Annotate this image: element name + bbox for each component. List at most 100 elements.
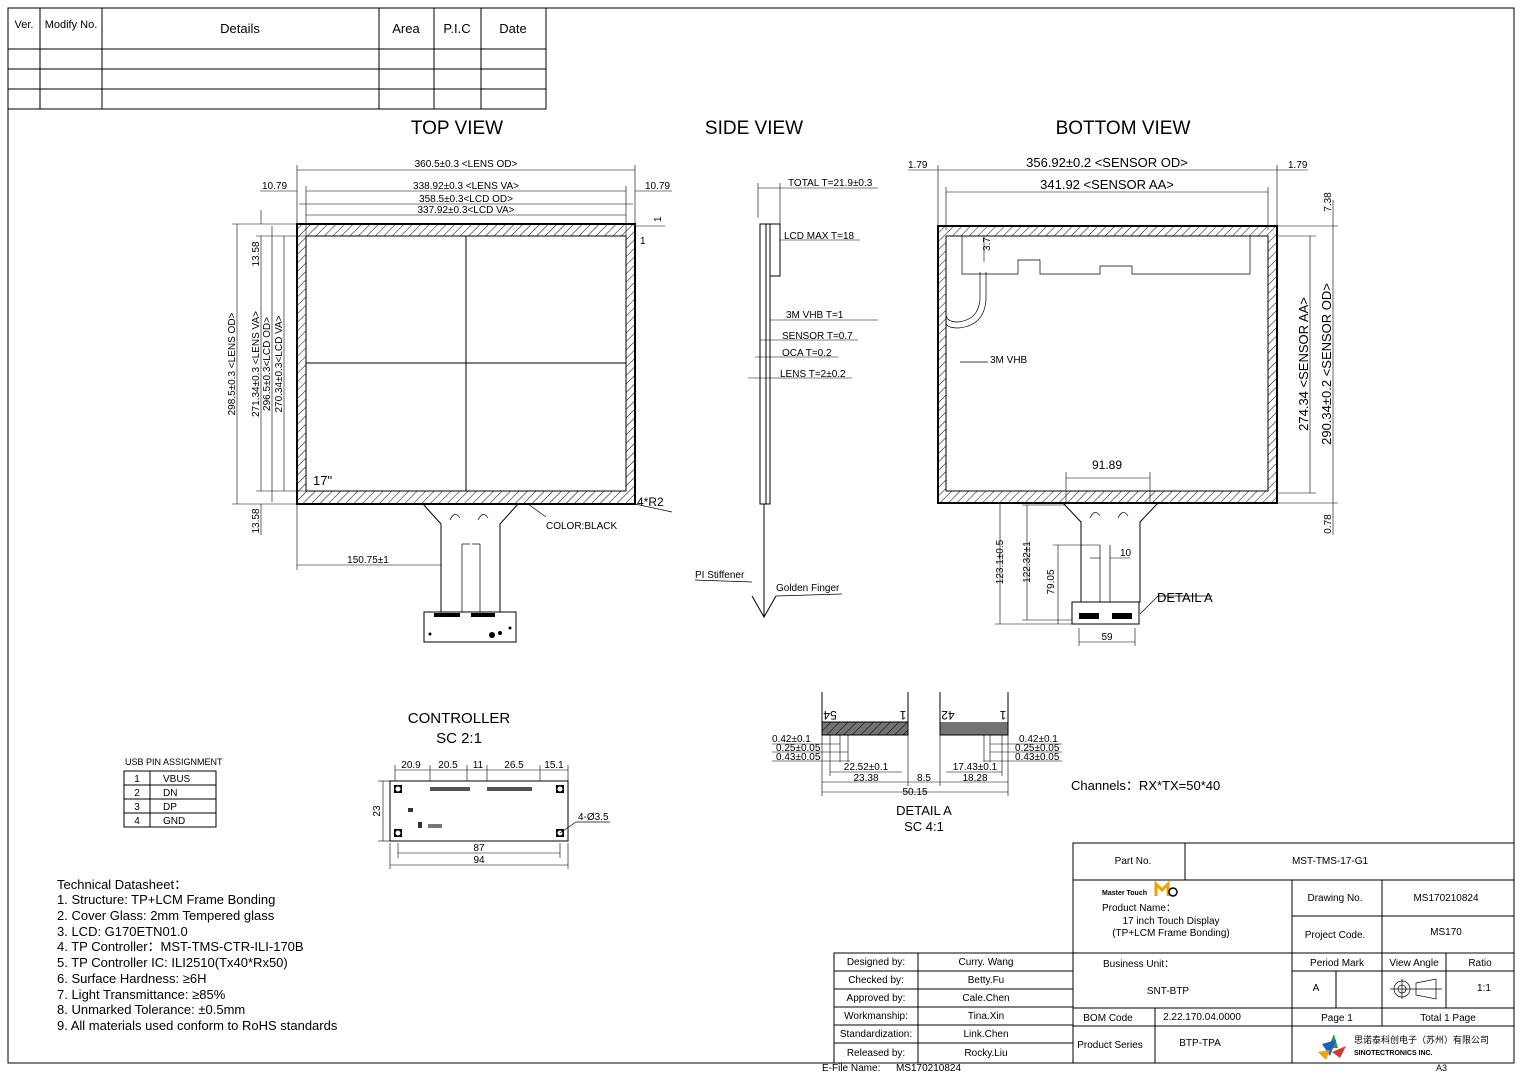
datasheet-title: Technical Datasheet：	[57, 877, 187, 892]
ctrl-d2: 20.5	[438, 760, 458, 771]
usb-pin-3-name: DP	[163, 802, 177, 813]
usb-pin-2-no: 2	[134, 788, 140, 799]
approved-by-label: Approved by:	[847, 993, 906, 1004]
top-v-lens-od: 298.5±0.3 <LENS OD>	[227, 312, 238, 415]
top-lens-od-dim: 360.5±0.3 <LENS OD>	[415, 159, 518, 170]
product-name-label: Product Name：	[1102, 903, 1176, 914]
drawing-no-value: MS170210824	[1413, 893, 1478, 904]
bottom-738: 7.38	[1323, 192, 1334, 212]
side-sensor: SENSOR T=0.7	[782, 331, 853, 342]
workmanship-label: Workmanship:	[844, 1011, 908, 1022]
datasheet-item-3: 3. LCD: G170ETN01.0	[57, 924, 188, 939]
side-view-title: SIDE VIEW	[705, 118, 803, 139]
released-by-value: Rocky.Liu	[964, 1048, 1007, 1059]
rev-header-pic: P.I.C	[443, 21, 470, 36]
top-one-b: 1	[640, 236, 646, 247]
usb-pin-4-name: GND	[163, 816, 185, 827]
datasheet-item-8: 8. Unmarked Tolerance: ±0.5mm	[57, 1002, 245, 1017]
business-unit-value: SNT-BTP	[1147, 986, 1190, 997]
ratio-value: 1:1	[1477, 983, 1491, 994]
side-oca: OCA T=0.2	[782, 348, 832, 359]
detail-b3: 8.5	[917, 773, 931, 784]
period-mark-label: Period Mark	[1310, 958, 1365, 969]
top-margin-top: 13.58	[251, 241, 262, 266]
designed-by-label: Designed by:	[847, 957, 905, 968]
detail-b2: 23.38	[853, 773, 878, 784]
detail-r3: 0.43±0.05	[1015, 752, 1060, 763]
detail-a-drawing	[772, 692, 1062, 796]
datasheet-item-7: 7. Light Transmittance: ≥85%	[57, 987, 226, 1002]
detail-l1: 0.42±0.1	[772, 734, 811, 745]
bottom-37: 3.7	[982, 237, 993, 251]
detail-l3: 0.43±0.05	[776, 752, 821, 763]
top-v-lens-va: 271.34±0.3 <LENS VA>	[251, 311, 262, 417]
bottom-vhb: 3M VHB	[990, 355, 1028, 366]
top-view-drawing	[232, 165, 673, 643]
usb-pin-4-no: 4	[134, 816, 140, 827]
period-mark-value: A	[1313, 983, 1320, 994]
business-unit-label: Business Unit：	[1103, 959, 1174, 970]
product-name-1: 17 inch Touch Display	[1122, 916, 1219, 927]
ctrl-d1: 20.9	[401, 760, 421, 771]
checked-by-label: Checked by:	[848, 975, 904, 986]
usb-pin-table	[123, 770, 217, 828]
top-margin-bottom: 13.58	[251, 508, 262, 533]
detail-b6: 50.15	[902, 787, 927, 798]
controller-board	[378, 765, 610, 869]
top-lcd-od-dim: 358.5±0.3<LCD OD>	[419, 194, 513, 205]
detail-n1a: 1	[899, 708, 906, 722]
bottom-detail-a: DETAIL A	[1157, 590, 1213, 605]
rev-header-modify: Modify No.	[45, 19, 98, 31]
released-by-label: Released by:	[847, 1048, 905, 1059]
detail-r1: 0.42±0.1	[1019, 734, 1058, 745]
top-margin-left: 10.79	[262, 181, 287, 192]
top-v-lcd-od: 296.5±0.3<LCD OD>	[262, 317, 273, 411]
ctrl-d4: 26.5	[504, 760, 524, 771]
standardization-value: Link.Chen	[963, 1029, 1008, 1040]
view-angle-label: View Angle	[1389, 958, 1439, 969]
product-name-2: (TP+LCM Frame Bonding)	[1112, 928, 1230, 939]
side-pi-stiffener: PI Stiffener	[695, 570, 745, 581]
company-cn: 思诺泰科创电子（苏州）有限公司	[1354, 1034, 1489, 1045]
ctrl-d5: 15.1	[544, 760, 564, 771]
ctrl-h: 23	[372, 805, 383, 817]
svg-text:Master Touch: Master Touch	[1102, 890, 1147, 897]
bottom-margin-right: 1.79	[1288, 160, 1308, 171]
bottom-078: 0.78	[1323, 514, 1334, 534]
series-value: BTP-TPA	[1179, 1038, 1221, 1049]
datasheet-item-2: 2. Cover Glass: 2mm Tempered glass	[57, 908, 275, 923]
ctrl-w94: 94	[473, 855, 485, 866]
controller-scale: SC 2:1	[436, 730, 482, 747]
sheet-size: A3	[1436, 1063, 1447, 1073]
ctrl-w87: 87	[473, 843, 485, 854]
side-lens: LENS T=2±0.2	[780, 369, 846, 380]
datasheet-item-4: 4. TP Controller：MST-TMS-CTR-ILI-170B	[57, 939, 304, 954]
bottom-sensor-aa: 341.92 <SENSOR AA>	[1040, 177, 1174, 192]
workmanship-value: Tina.Xin	[968, 1011, 1004, 1022]
rev-header-area: Area	[392, 21, 420, 36]
page-value: Page 1	[1321, 1013, 1353, 1024]
efile-label: E-File Name:	[822, 1063, 880, 1074]
bottom-59: 59	[1101, 632, 1113, 643]
rev-header-date: Date	[499, 21, 526, 36]
side-vhb: 3M VHB T=1	[786, 310, 844, 321]
bottom-v-aa: 274.34 <SENSOR AA>	[1296, 297, 1311, 431]
top-radius-label: 4*R2	[637, 495, 664, 509]
rev-header-ver: Ver.	[15, 19, 34, 31]
rev-header-details: Details	[220, 21, 260, 36]
usb-pin-1-name: VBUS	[163, 774, 191, 785]
detail-n42: 42	[941, 708, 955, 722]
detail-title: DETAIL A	[896, 803, 952, 818]
checked-by-value: Betty.Fu	[968, 975, 1005, 986]
side-total: TOTAL T=21.9±0.3	[788, 178, 873, 189]
detail-b4: 17.43±0.1	[953, 762, 998, 773]
ctrl-hole: 4-Ø3.5	[578, 812, 609, 823]
bottom-view-title: BOTTOM VIEW	[1056, 118, 1191, 139]
side-lcd-max: LCD MAX T=18	[784, 231, 855, 242]
detail-n54: 54	[823, 708, 837, 722]
revision-table: Ver. Modify No. Details Area P.I.C Date	[7, 7, 547, 110]
usb-pin-1-no: 1	[134, 774, 140, 785]
bom-label: BOM Code	[1083, 1013, 1133, 1024]
top-lcd-va-dim: 337.92±0.3<LCD VA>	[417, 205, 514, 216]
datasheet-item-9: 9. All materials used conform to RoHS st…	[57, 1018, 338, 1033]
